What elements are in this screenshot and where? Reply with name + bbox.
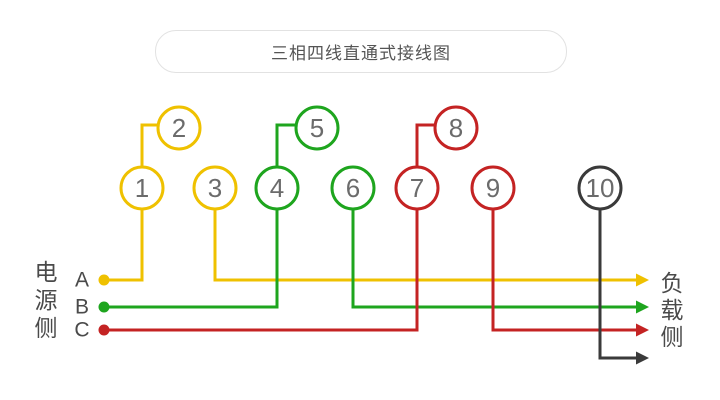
- wire-phase-b: [104, 209, 279, 309]
- wire-phase-a: [213, 209, 636, 282]
- terminal-5-number: 5: [310, 113, 324, 143]
- terminal-8-circle: [433, 105, 479, 151]
- wire-phase-b: [351, 209, 636, 309]
- load-side-label-char: 侧: [661, 324, 684, 350]
- terminal-8-number: 8: [449, 113, 463, 143]
- terminal-3-circle: [192, 165, 238, 211]
- terminal-10-number: 10: [586, 173, 615, 203]
- terminal-2-circle: [156, 105, 202, 151]
- diagram-title-pill: 三相四线直通式接线图: [155, 30, 567, 73]
- phase-label-C: C: [74, 319, 89, 342]
- terminal-4-number: 4: [270, 173, 284, 203]
- phase-c-source-dot: [98, 324, 110, 336]
- arrow-head-phase-b: [636, 300, 649, 314]
- load-side-label-char: 载: [661, 297, 684, 323]
- source-side-label-char: 电: [35, 259, 58, 285]
- diagram-title: 三相四线直通式接线图: [271, 44, 451, 63]
- terminal-3-number: 3: [208, 173, 222, 203]
- terminal-10-circle: [577, 165, 623, 211]
- terminal-1-circle: [119, 165, 165, 211]
- arrow-head-phase-a: [636, 273, 649, 287]
- terminal-6-number: 6: [346, 173, 360, 203]
- arrow-head-phase-n: [636, 351, 649, 365]
- source-side-label-char: 侧: [35, 315, 58, 341]
- terminal-5-circle: [294, 105, 340, 151]
- terminal-7-number: 7: [410, 173, 424, 203]
- wire-phase-a: [140, 123, 158, 167]
- wire-phase-a: [104, 209, 144, 282]
- phase-label-A: A: [75, 269, 89, 292]
- terminal-4-circle: [254, 165, 300, 211]
- terminal-7-circle: [394, 165, 440, 211]
- terminal-6-circle: [330, 165, 376, 211]
- terminal-2-number: 2: [172, 113, 186, 143]
- phase-b-source-dot: [98, 301, 110, 313]
- terminal-9-circle: [470, 165, 516, 211]
- terminal-1-number: 1: [135, 173, 149, 203]
- wire-phase-c: [491, 209, 636, 332]
- wire-phase-b: [275, 123, 296, 167]
- phase-a-source-dot: [98, 274, 110, 286]
- wire-phase-n: [598, 209, 636, 360]
- terminal-9-number: 9: [486, 173, 500, 203]
- wire-phase-c: [415, 123, 435, 167]
- phase-label-B: B: [75, 296, 89, 319]
- source-side-label-char: 源: [35, 287, 58, 313]
- load-side-label-char: 负: [661, 270, 684, 296]
- wire-phase-c: [104, 209, 419, 332]
- arrow-head-phase-c: [636, 323, 649, 337]
